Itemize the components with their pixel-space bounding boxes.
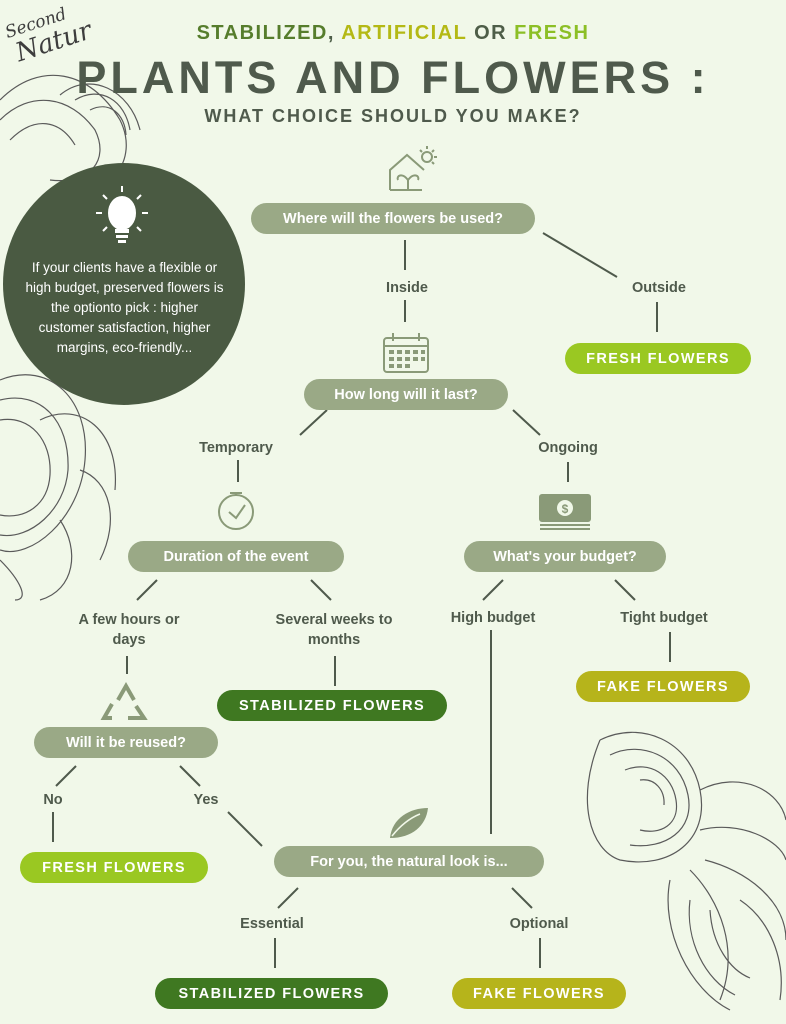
answer-inside: Inside (386, 280, 428, 296)
answer-outside: Outside (632, 280, 686, 296)
result-fresh-flowers-outside: FRESH FLOWERS (565, 343, 751, 374)
result-stabilized-essential-label: STABILIZED FLOWERS (178, 985, 365, 1002)
answer-ongoing: Ongoing (538, 440, 598, 456)
question-budget: What's your budget? (464, 541, 666, 572)
question-where-label: Where will the flowers be used? (283, 210, 503, 227)
answer-temporary: Temporary (199, 440, 273, 456)
question-reused-label: Will it be reused? (66, 734, 186, 751)
kicker-stabilized: STABILIZED (196, 22, 328, 44)
recycle-icon (100, 681, 148, 720)
kicker-artificial: ARTIFICIAL (341, 22, 467, 44)
kicker-or: OR (474, 22, 508, 44)
answer-high-budget: High budget (450, 610, 536, 626)
question-duration: Duration of the event (128, 541, 344, 572)
question-how-long: How long will it last? (304, 379, 508, 410)
leaf-icon (390, 808, 428, 838)
answer-tight-budget: Tight budget (620, 610, 708, 626)
kicker-comma: , (327, 22, 335, 44)
question-duration-label: Duration of the event (163, 548, 309, 565)
question-reused: Will it be reused? (34, 727, 218, 758)
money-icon: $ (539, 494, 591, 530)
answer-several-weeks: Several weeks to months (275, 612, 393, 648)
result-stabilized-flowers-essential: STABILIZED FLOWERS (155, 978, 388, 1009)
answer-yes: Yes (193, 792, 219, 808)
result-fake-flowers-tight: FAKE FLOWERS (576, 671, 750, 702)
question-budget-label: What's your budget? (493, 548, 637, 565)
page-subtitle: WHAT CHOICE SHOULD YOU MAKE? (204, 106, 582, 126)
header-kicker: STABILIZED, ARTIFICIAL OR FRESH (0, 22, 786, 45)
answer-essential: Essential (240, 916, 304, 932)
greenhouse-icon (389, 146, 437, 191)
svg-text:$: $ (562, 502, 569, 516)
answer-optional: Optional (509, 916, 569, 932)
result-fresh-no-label: FRESH FLOWERS (42, 859, 186, 876)
answer-no: No (43, 792, 63, 808)
calendar-icon (383, 333, 429, 373)
result-stabilized-flowers-weeks: STABILIZED FLOWERS (217, 690, 447, 721)
kicker-fresh: FRESH (514, 22, 590, 44)
question-natural-label: For you, the natural look is... (310, 853, 508, 870)
clock-icon (218, 492, 254, 530)
result-fake-optional-label: FAKE FLOWERS (473, 985, 605, 1002)
result-fresh-flowers-no: FRESH FLOWERS (20, 852, 208, 883)
answer-few-hours: A few hours or days (78, 612, 180, 648)
tip-text: If your clients have a flexible or high … (25, 260, 224, 355)
result-fake-tight-label: FAKE FLOWERS (597, 678, 729, 695)
result-fake-flowers-optional: FAKE FLOWERS (452, 978, 626, 1009)
question-where: Where will the flowers be used? (251, 203, 535, 234)
question-natural: For you, the natural look is... (274, 846, 544, 877)
page-title: PLANTS AND FLOWERS : (76, 52, 710, 103)
question-how-long-label: How long will it last? (334, 386, 478, 403)
result-fresh-outside-label: FRESH FLOWERS (586, 350, 730, 367)
result-stabilized-weeks-label: STABILIZED FLOWERS (238, 697, 426, 714)
